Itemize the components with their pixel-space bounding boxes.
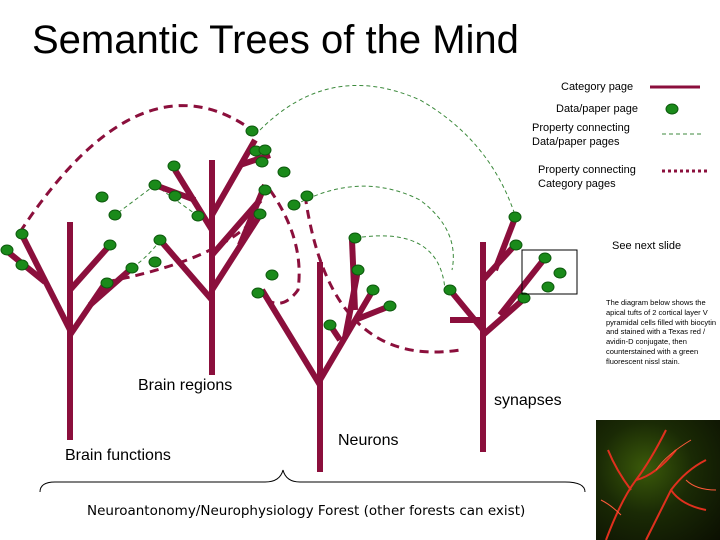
leaf-node xyxy=(153,234,167,246)
data-link-6 xyxy=(354,235,446,291)
legend-category-link-label-2: Category pages xyxy=(538,178,616,190)
leaf-node xyxy=(251,287,265,299)
tree-brain-functions xyxy=(6,222,134,440)
leaf-node xyxy=(108,209,122,221)
leaf-node xyxy=(509,239,523,251)
leaf-node xyxy=(103,239,117,251)
figure-caption: The diagram below shows the apical tufts… xyxy=(606,298,717,366)
leaf-node xyxy=(245,125,259,137)
leaf-node xyxy=(443,284,457,296)
legend-data-symbol xyxy=(665,103,679,115)
tree-synapses xyxy=(447,216,548,452)
forest-brace xyxy=(39,469,586,493)
leaf-node xyxy=(255,156,269,168)
leaf-node xyxy=(15,228,29,240)
label-brain-regions: Brain regions xyxy=(138,377,233,394)
slide-title: Semantic Trees of the Mind xyxy=(32,18,519,62)
leaf-node xyxy=(348,232,362,244)
leaf-node xyxy=(366,284,380,296)
micrograph-image xyxy=(596,420,720,540)
label-brain-functions: Brain functions xyxy=(65,447,171,464)
leaf-node xyxy=(517,292,531,304)
legend-category-link-label-1: Property connecting xyxy=(538,164,636,176)
leaf-node xyxy=(277,166,291,178)
leaf-node xyxy=(508,211,522,223)
leaf-node xyxy=(191,210,205,222)
data-link-5 xyxy=(294,185,454,271)
micrograph-neurons xyxy=(600,429,717,540)
leaf-node xyxy=(287,199,301,211)
leaf-node xyxy=(0,244,14,256)
leaf-node xyxy=(253,208,267,220)
leaf-node xyxy=(148,256,162,268)
leaf-node xyxy=(125,262,139,274)
leaf-node xyxy=(100,277,114,289)
see-next-slide-box xyxy=(521,249,578,295)
leaf-node xyxy=(148,179,162,191)
leaf-node xyxy=(95,191,109,203)
tree-brain-regions xyxy=(153,138,271,375)
label-synapses: synapses xyxy=(494,392,562,409)
leaf-node xyxy=(167,160,181,172)
legend-category-label: Category page xyxy=(561,81,634,93)
leaf-node xyxy=(300,190,314,202)
legend-data-link-label-2: Data/paper pages xyxy=(532,136,620,148)
data-link-4 xyxy=(259,84,516,216)
leaf-node xyxy=(258,144,272,156)
leaf-node xyxy=(351,264,365,276)
see-next-slide-label: See next slide xyxy=(612,240,682,252)
leaf-node xyxy=(265,269,279,281)
leaf-node xyxy=(168,190,182,202)
leaf-node xyxy=(383,300,397,312)
leaf-node xyxy=(541,281,555,293)
leaf-node xyxy=(553,267,567,279)
leaf-node xyxy=(15,259,29,271)
data-link-2 xyxy=(114,184,156,216)
legend-data-link-label-1: Property connecting xyxy=(532,122,630,134)
leaf-node xyxy=(538,252,552,264)
leaf-node xyxy=(323,319,337,331)
label-forest: Neuroantonomy/Neurophysiology Forest (ot… xyxy=(87,503,526,519)
leaf-node xyxy=(258,184,272,196)
category-link-1 xyxy=(18,104,253,233)
label-neurons: Neurons xyxy=(338,432,399,449)
legend-data-label: Data/paper page xyxy=(556,103,638,115)
